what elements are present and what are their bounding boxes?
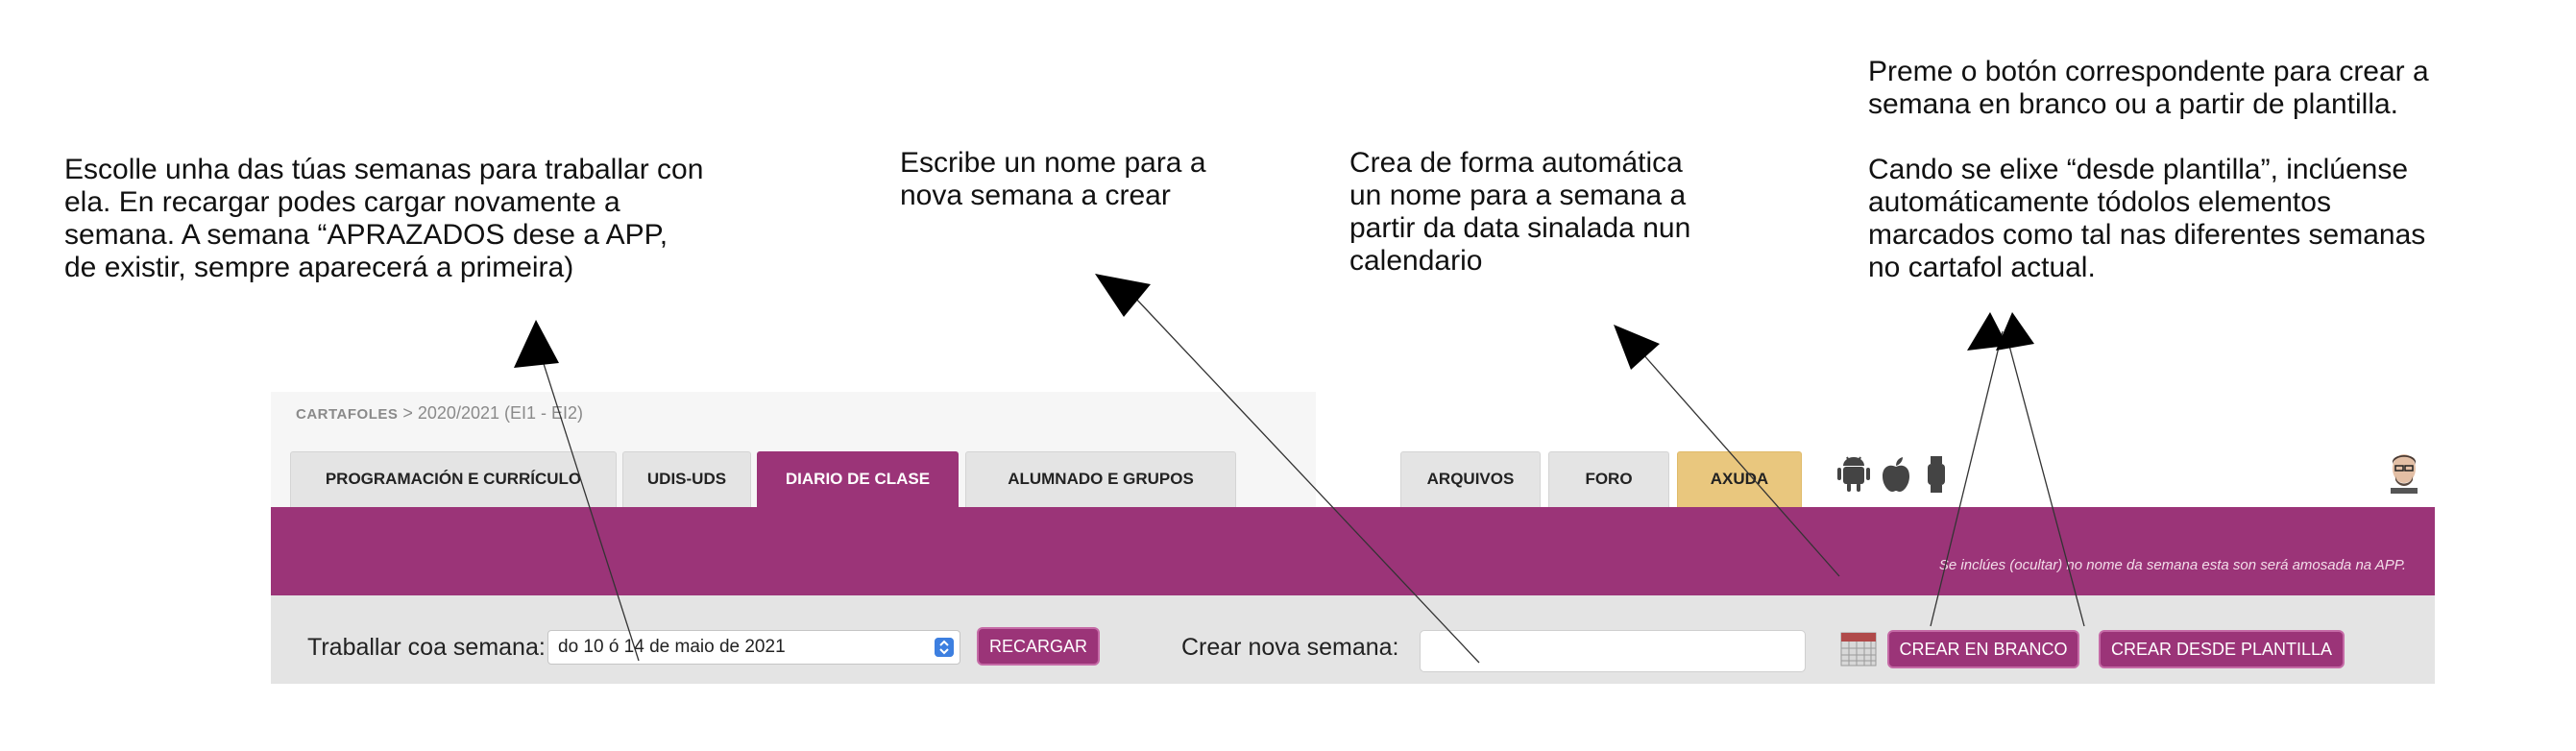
create-blank-button[interactable]: CREAR EN BRANCO bbox=[1887, 630, 2079, 668]
arrow-line-blank bbox=[1930, 330, 2004, 627]
annotation-week-name: Escribe un nome para a nova semana a cre… bbox=[900, 147, 1206, 211]
tab-axuda[interactable]: AXUDA bbox=[1677, 451, 1802, 507]
reload-button[interactable]: RECARGAR bbox=[977, 627, 1100, 666]
arrow-head-blank bbox=[1967, 312, 2007, 351]
breadcrumb-path: > 2020/2021 (EI1 - EI2) bbox=[398, 403, 584, 423]
breadcrumb: CARTAFOLES > 2020/2021 (EI1 - EI2) bbox=[296, 403, 583, 424]
new-week-label: Crear nova semana: bbox=[1181, 634, 1399, 661]
arrow-line-calendar bbox=[1641, 352, 1840, 577]
banner: Se inclúes (ocultar) no nome da semana e… bbox=[271, 507, 2435, 595]
create-from-template-button[interactable]: CREAR DESDE PLANTILLA bbox=[2099, 630, 2345, 668]
annotation-auto-name: Crea de forma automática un nome para a … bbox=[1349, 147, 1691, 277]
calendar-icon[interactable] bbox=[1840, 629, 1877, 667]
new-week-input[interactable] bbox=[1420, 630, 1806, 672]
android-icon[interactable] bbox=[1836, 455, 1871, 494]
annotation-select-week: Escolle unha das túas semanas para traba… bbox=[64, 154, 704, 283]
tab-arquivos[interactable]: ARQUIVOS bbox=[1400, 451, 1541, 507]
banner-note: Se inclúes (ocultar) no nome da semana e… bbox=[1938, 557, 2406, 573]
chevron-updown-icon bbox=[935, 638, 954, 657]
week-select-value: do 10 ó 14 de maio de 2021 bbox=[558, 637, 786, 657]
arrow-head-calendar bbox=[1614, 325, 1660, 370]
breadcrumb-root[interactable]: CARTAFOLES bbox=[296, 406, 399, 423]
arrow-line-name bbox=[1132, 295, 1480, 664]
apple-icon[interactable] bbox=[1879, 455, 1913, 494]
week-select[interactable]: do 10 ó 14 de maio de 2021 bbox=[547, 630, 960, 665]
arrow-head-template bbox=[1996, 312, 2034, 351]
arrow-line-template bbox=[2005, 330, 2085, 627]
arrow-head-select bbox=[514, 320, 559, 368]
arrow-line-select bbox=[537, 345, 640, 662]
tab-alumnado[interactable]: ALUMNADO E GRUPOS bbox=[965, 451, 1236, 507]
watch-icon[interactable] bbox=[1925, 455, 1948, 494]
tab-foro[interactable]: FORO bbox=[1548, 451, 1669, 507]
tab-udis[interactable]: UDIS-UDS bbox=[622, 451, 751, 507]
week-select-label: Traballar coa semana: bbox=[307, 634, 546, 661]
annotation-create-buttons: Preme o botón correspondente para crear … bbox=[1868, 56, 2429, 283]
avatar[interactable] bbox=[2388, 451, 2420, 494]
tab-programacion[interactable]: PROGRAMACIÓN E CURRÍCULO bbox=[290, 451, 617, 507]
arrow-head-name bbox=[1095, 274, 1151, 317]
tab-diario[interactable]: DIARIO DE CLASE bbox=[757, 451, 959, 507]
